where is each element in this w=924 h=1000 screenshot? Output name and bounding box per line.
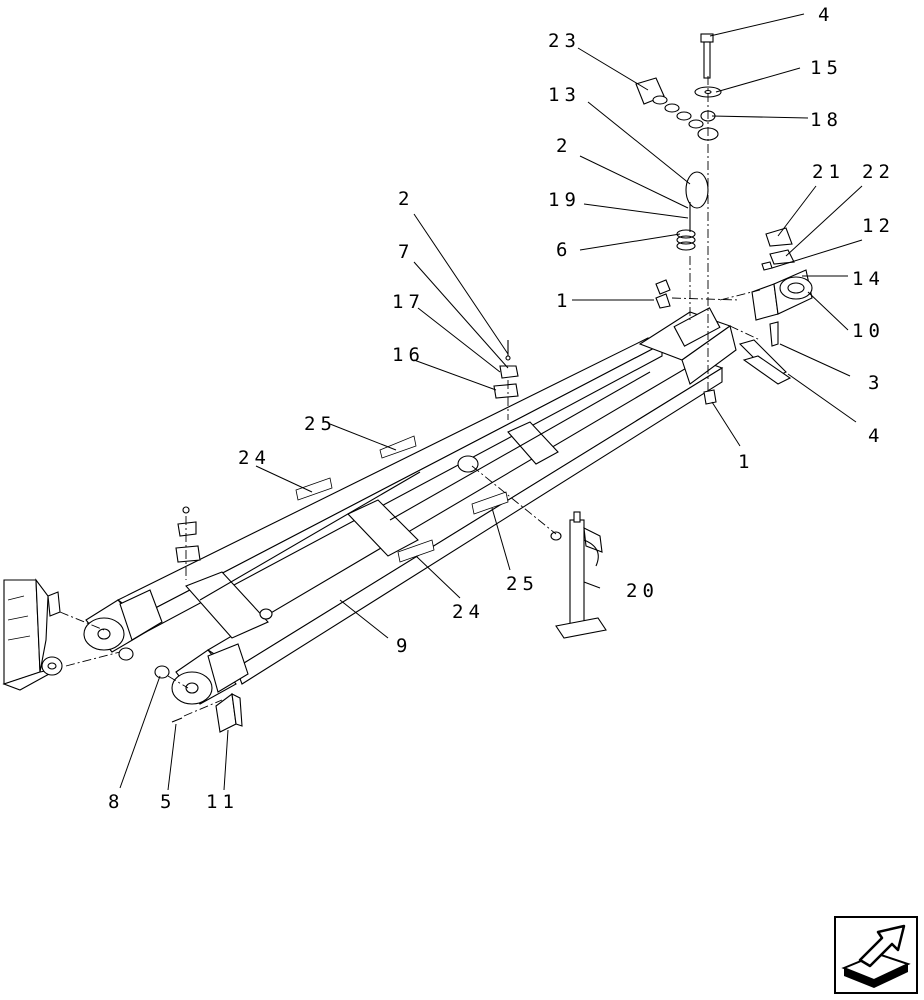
- bracket-16: [493, 383, 519, 399]
- callout-20: 20: [626, 580, 659, 602]
- jack-stand: [550, 511, 607, 639]
- callout-1-bottom: 1: [738, 451, 754, 473]
- callout-12: 12: [862, 215, 895, 237]
- callout-3: 3: [868, 372, 884, 394]
- hitch-bolt: [700, 33, 714, 79]
- clip-21: [765, 227, 793, 247]
- lynch-pin-ring: [685, 171, 709, 209]
- implement-bracket: [2, 578, 63, 691]
- decal-24-top: [295, 477, 333, 501]
- pin-3: [769, 321, 779, 347]
- next-page-arrow-icon[interactable]: [834, 916, 918, 994]
- right-pivot-end: [171, 643, 249, 705]
- bracket-7: [499, 365, 519, 379]
- cross-member-rear: [507, 421, 559, 465]
- callout-11: 11: [206, 791, 239, 813]
- nut-1c: [703, 389, 717, 405]
- callout-2-left: 2: [398, 188, 414, 210]
- washer-8: [154, 665, 170, 679]
- callout-24-top: 24: [238, 447, 271, 469]
- left-washer: [118, 647, 134, 661]
- tongue-mount-block: [681, 325, 737, 385]
- callout-25-top: 25: [304, 413, 337, 435]
- callout-13: 13: [548, 84, 581, 106]
- callout-23: 23: [548, 30, 581, 52]
- callout-8: 8: [108, 791, 124, 813]
- decal-25-side: [471, 491, 509, 515]
- callout-24-bottom: 24: [452, 601, 485, 623]
- callout-16: 16: [392, 344, 425, 366]
- callout-14: 14: [852, 268, 885, 290]
- nut-1b: [655, 293, 671, 309]
- hitch-clevis: [751, 269, 813, 321]
- pin-5: [171, 717, 183, 723]
- leader-lines: [119, 13, 863, 791]
- decal-25-top: [379, 435, 417, 459]
- callout-5: 5: [160, 791, 176, 813]
- decal-24-side: [397, 539, 435, 563]
- bracket-11: [215, 692, 243, 733]
- nut-1a: [655, 279, 671, 295]
- callout-15: 15: [810, 57, 843, 79]
- bracket-left-7: [177, 521, 197, 537]
- callout-19: 19: [548, 189, 581, 211]
- callout-6: 6: [556, 239, 572, 261]
- callout-25-bottom: 25: [506, 573, 539, 595]
- cross-member-front: [185, 571, 269, 639]
- center-bushing: [457, 455, 479, 473]
- callout-18: 18: [810, 109, 843, 131]
- callout-22: 22: [862, 161, 895, 183]
- pin-4b: [742, 355, 792, 385]
- callout-2-top: 2: [556, 135, 572, 157]
- spacer-12: [761, 261, 773, 271]
- cross-member-middle: [347, 499, 419, 557]
- bracket-left-16: [175, 545, 201, 563]
- callout-10: 10: [852, 320, 885, 342]
- callout-1-mid: 1: [556, 290, 572, 312]
- callout-9: 9: [396, 635, 412, 657]
- callout-4-right: 4: [868, 425, 884, 447]
- bolt-left: [182, 506, 190, 514]
- callout-7: 7: [398, 241, 414, 263]
- spring: [676, 229, 696, 251]
- callout-4-top: 4: [818, 4, 834, 26]
- callout-17: 17: [392, 291, 425, 313]
- callout-21: 21: [812, 161, 845, 183]
